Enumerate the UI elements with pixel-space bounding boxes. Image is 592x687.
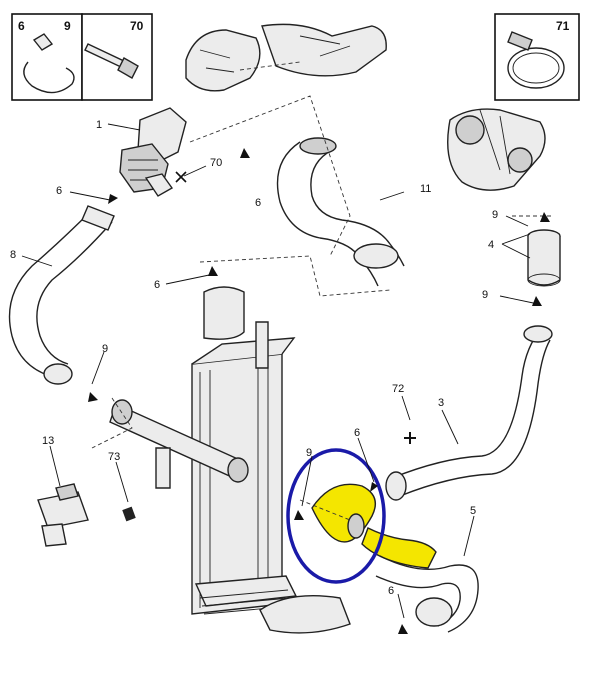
hose-11 — [276, 137, 405, 287]
callout-6-e: 6 — [354, 427, 360, 439]
callout-13: 13 — [42, 435, 54, 447]
intake-pipe — [109, 399, 249, 489]
hose-8 — [8, 205, 115, 385]
hose-5 — [375, 555, 479, 633]
top-manifold — [185, 23, 387, 92]
callout-9-a: 9 — [102, 343, 108, 355]
callout-6-f: 6 — [388, 585, 394, 597]
clamp-screw — [32, 33, 54, 51]
bolt-head — [117, 57, 139, 79]
clamp-71-screw — [507, 31, 533, 51]
inset-label-71: 71 — [556, 19, 570, 33]
callout-6-c: 6 — [154, 279, 160, 291]
clamp-71-ring — [507, 47, 565, 89]
callout-9-c: 9 — [482, 289, 488, 301]
valve-13 — [37, 483, 89, 547]
callout-11: 11 — [420, 183, 431, 195]
inset-label-9: 9 — [64, 19, 71, 33]
highlighted-hose — [311, 483, 437, 569]
clamp-ring — [23, 61, 75, 94]
guide-lines — [91, 95, 552, 521]
callout-6-b: 6 — [255, 197, 261, 209]
callout-8: 8 — [10, 249, 16, 261]
throttle-body — [119, 107, 187, 197]
turbocharger — [447, 108, 546, 191]
inset-label-6: 6 — [18, 19, 25, 33]
callout-9-b: 9 — [492, 209, 498, 221]
callout-70: 70 — [210, 157, 222, 169]
highlight-circle — [286, 448, 386, 584]
callout-leaders — [21, 123, 539, 619]
callout-72: 72 — [392, 383, 404, 395]
hose-3 — [385, 325, 553, 501]
callout-9-d: 9 — [306, 447, 312, 459]
inset-label-70: 70 — [130, 19, 144, 33]
callout-1: 1 — [96, 119, 102, 131]
callout-5: 5 — [470, 505, 476, 517]
callout-73: 73 — [108, 451, 120, 463]
part-73 — [122, 506, 136, 522]
inset-bolt-box: 70 — [81, 13, 153, 101]
callout-4: 4 — [488, 239, 494, 251]
sleeve-4 — [527, 229, 561, 287]
arrow-markers — [88, 148, 550, 634]
inset-clamp-box: 6 9 — [11, 13, 83, 101]
callout-labels: 1 70 6 6 11 6 8 9 9 4 9 72 3 6 13 73 9 5… — [10, 119, 498, 597]
intercooler — [191, 286, 351, 634]
inset-clamp-71-box: 71 — [494, 13, 580, 101]
callout-3: 3 — [438, 397, 444, 409]
callout-6-a: 6 — [56, 185, 62, 197]
